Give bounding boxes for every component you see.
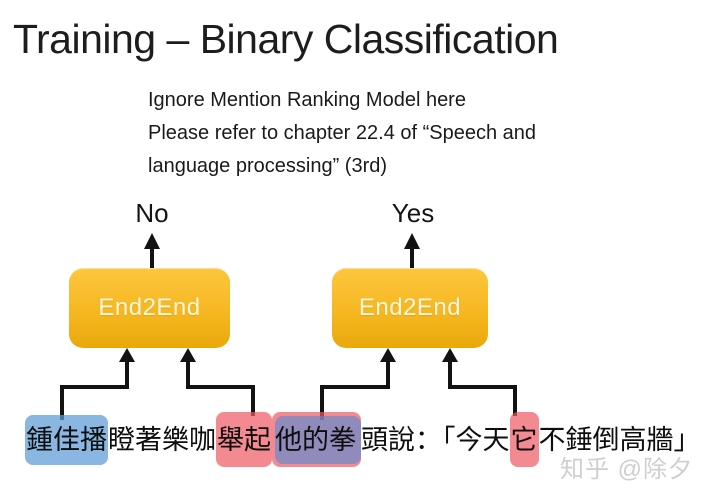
end2end-box-right: End2End <box>332 268 488 348</box>
note-line-1: Ignore Mention Ranking Model here <box>148 89 466 111</box>
up-arrow-left-head <box>144 233 160 249</box>
example-sentence: 鍾佳播瞪著樂咖舉起他的拳頭說：「今天它不錘倒高牆」 <box>25 412 701 467</box>
elbow-span1-head <box>119 348 135 362</box>
elbow-span2-to-leftbox <box>186 361 255 416</box>
slide-title: Training – Binary Classification <box>13 16 559 62</box>
end2end-box-left-label: End2End <box>98 294 201 321</box>
note-line-2: Please refer to chapter 22.4 of “Speech … <box>148 122 537 144</box>
elbow-span1-to-leftbox <box>60 361 129 420</box>
elbow-span3-head <box>380 348 396 362</box>
mention-span-overlap: 他的拳 <box>275 416 361 464</box>
mention-span-red-2: 它 <box>509 412 539 467</box>
end2end-box-left: End2End <box>69 268 230 348</box>
sentence-text: 瞪著樂咖 <box>108 425 216 455</box>
mention-span-red-1: 舉起 <box>216 412 272 467</box>
mention-span-blue-1: 鍾佳播 <box>25 415 108 465</box>
notes-block: Ignore Mention Ranking Model here Please… <box>148 84 536 183</box>
zhihu-watermark: 知乎 @除夕 <box>560 456 694 483</box>
mention-span-overlap-wrap: 他的拳 <box>272 412 361 467</box>
end2end-box-right-label: End2End <box>358 294 462 321</box>
elbow-span2-head <box>180 348 196 362</box>
output-label-yes: Yes <box>391 198 435 228</box>
up-arrow-right-head <box>404 233 420 249</box>
sentence-text: 」 <box>673 425 701 455</box>
output-label-no: No <box>135 198 169 228</box>
note-line-3: language processing” (3rd) <box>148 155 388 177</box>
sentence-text: 不錘倒高牆 <box>538 425 674 455</box>
elbow-span4-to-rightbox <box>448 361 517 416</box>
elbow-span4-head <box>442 348 458 362</box>
sentence-text: 頭說：「今天 <box>361 425 510 455</box>
